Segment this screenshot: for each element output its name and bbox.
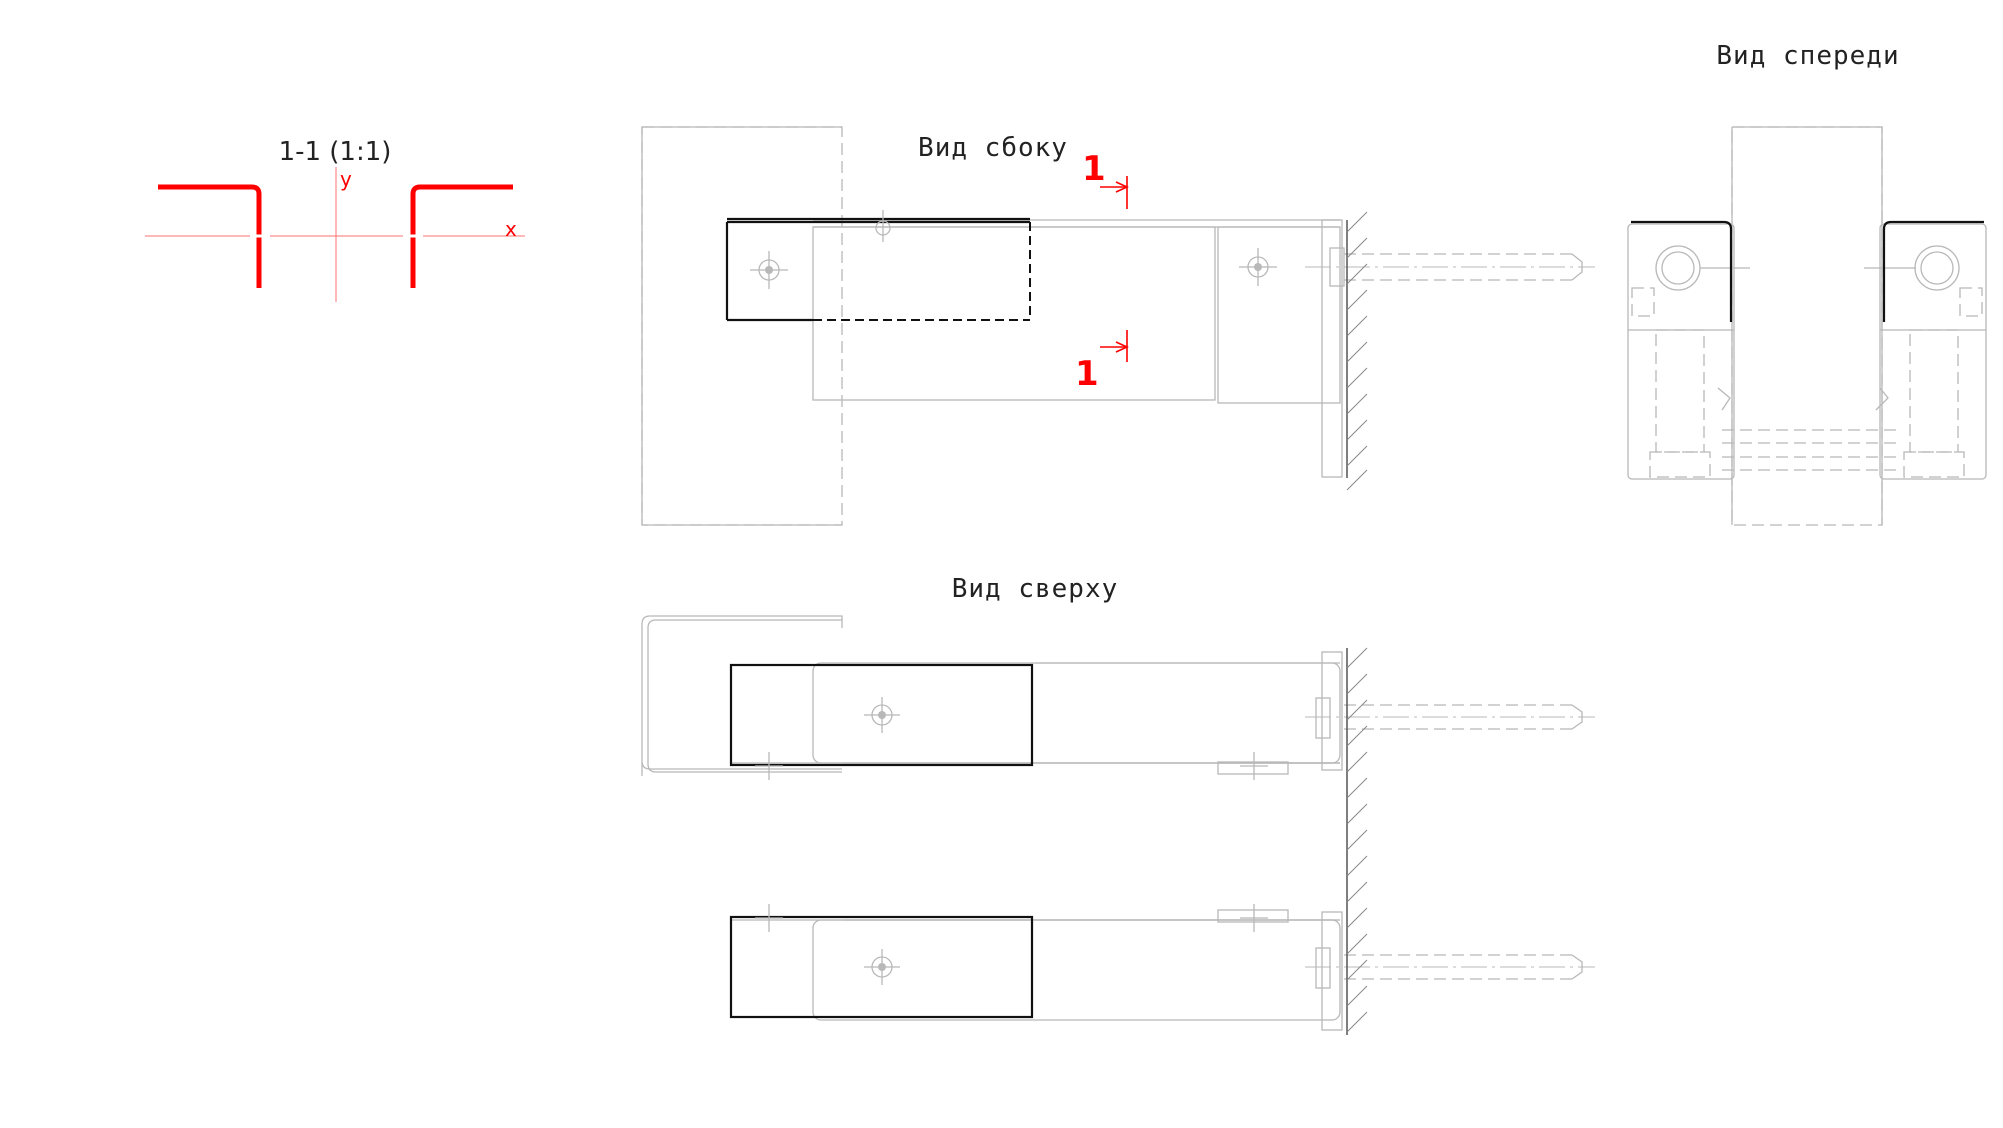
cut-marker: 1 1 (1075, 149, 1129, 394)
bolt-top-upper (864, 697, 900, 733)
cut-marker-bottom: 1 (1075, 354, 1099, 394)
top-plate-lower (729, 915, 1034, 1019)
top-plate-upper (729, 663, 1034, 767)
side-view: Вид сбоку (641, 126, 1595, 526)
front-bracket-left (1627, 220, 1750, 480)
anchor-upper-top (1305, 651, 1595, 771)
front-view-title: Вид спереди (1716, 41, 1899, 71)
bolt-right-side (1239, 248, 1277, 286)
anchor-lower-top (1305, 911, 1595, 1031)
axis-y-label: y (340, 167, 352, 191)
cut-marker-top: 1 (1082, 149, 1106, 189)
section-label: 1-1 (1:1) (279, 137, 392, 167)
front-column (1731, 126, 1883, 526)
front-bracket-right (1864, 220, 1987, 480)
right-angle-profile (410, 184, 513, 288)
bracket-body (812, 226, 1216, 401)
wall-hatching-top (1346, 647, 1368, 1033)
top-column-outline (641, 615, 843, 776)
side-view-title: Вид сбоку (918, 133, 1068, 163)
top-view: Вид сверху (641, 574, 1595, 1035)
section-1-1: 1-1 (1:1) y x (145, 137, 525, 302)
bolt-top-lower (864, 949, 900, 985)
top-view-title: Вид сверху (952, 574, 1119, 604)
anchor-plate (1321, 219, 1343, 478)
wall-hatching-side (1346, 211, 1368, 491)
left-angle-profile (158, 184, 262, 288)
bolt-top-side (875, 210, 891, 242)
wall-plate-side (1217, 226, 1341, 404)
column-outline (641, 126, 843, 526)
front-view: Вид спереди (1627, 41, 1987, 526)
bolt-column-marks (755, 752, 1289, 932)
bolt-left-side (750, 251, 788, 289)
axis-x-label: x (505, 217, 517, 241)
